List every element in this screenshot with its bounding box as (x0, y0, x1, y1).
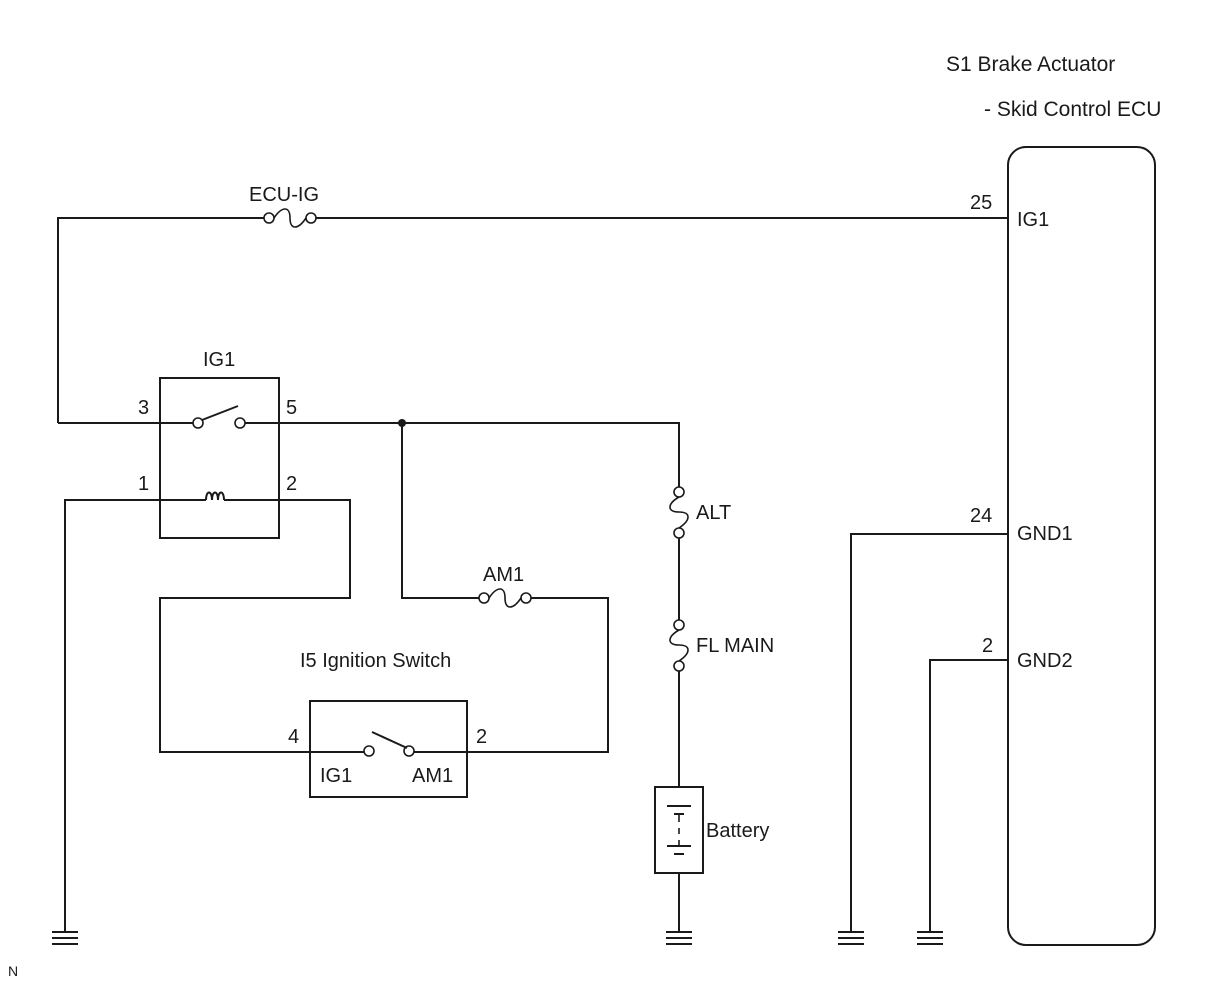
relay-switch-blade (201, 405, 239, 421)
ecu-title: S1 Brake Actuator (946, 53, 1115, 76)
ground-icon (838, 931, 864, 945)
ignition-term-ig1: IG1 (320, 765, 352, 787)
am1-circuit: AM1 (401, 423, 609, 753)
relay-pin1: 1 (138, 473, 149, 495)
relay-contact-left (192, 417, 204, 429)
ecu-pin-gnd1-name: GND1 (1017, 523, 1073, 545)
ground-icon (666, 931, 692, 945)
ecu-pin-gnd2-number: 2 (982, 635, 993, 657)
relay-pin3: 3 (138, 397, 149, 419)
skid-control-ecu: S1 Brake Actuator - Skid Control ECU 25 … (946, 53, 1161, 946)
fl-main-fuse (669, 619, 689, 672)
ignition-pin4: 4 (288, 726, 299, 748)
ecu-ig-wire (57, 217, 264, 423)
ignition-switch-blade (371, 731, 408, 749)
ecu-pin-gnd2-name: GND2 (1017, 650, 1073, 672)
ecu-pin-ig1-number: 25 (970, 192, 992, 214)
ecu-ig-fuse (263, 208, 317, 228)
ecu-ig-fuse-label: ECU-IG (249, 184, 319, 206)
alt-fuse (669, 486, 689, 539)
corner-mark: N (8, 963, 18, 979)
relay-coil-icon (205, 491, 225, 501)
ignition-term-am1: AM1 (412, 765, 453, 787)
ignition-switch-label: I5 Ignition Switch (300, 650, 451, 672)
battery-label: Battery (706, 820, 769, 842)
relay-body (159, 377, 280, 539)
ground-icon (917, 931, 943, 945)
am1-fuse (478, 588, 532, 608)
gnd1-wire (850, 533, 1008, 932)
alt-fuse-label: ALT (696, 502, 731, 524)
fl-main-fuse-label: FL MAIN (696, 635, 774, 657)
ecu-pin-ig1-name: IG1 (1017, 209, 1049, 231)
ecu-body (1007, 146, 1156, 946)
ignition-switch-body (309, 700, 468, 798)
battery (654, 786, 704, 874)
relay-contact-right (234, 417, 246, 429)
ground-icon (52, 931, 78, 945)
am1-fuse-label: AM1 (483, 564, 524, 586)
ignition-contact-ig1 (363, 745, 375, 757)
ecu-pin-gnd1-number: 24 (970, 505, 992, 527)
relay-pin5: 5 (286, 397, 297, 419)
gnd2-wire (929, 659, 1008, 932)
relay-label: IG1 (203, 349, 235, 371)
battery-circuit: ALT FL MAIN Battery (402, 422, 774, 932)
ecu-subtitle: - Skid Control ECU (984, 98, 1161, 121)
ecu-ig-circuit: ECU-IG (57, 184, 1008, 423)
ignition-pin2: 2 (476, 726, 487, 748)
relay-pin2: 2 (286, 473, 297, 495)
ig1-relay: IG1 3 5 1 2 (58, 349, 402, 932)
ignition-switch: I5 Ignition Switch 4 2 IG1 AM1 (288, 650, 487, 798)
